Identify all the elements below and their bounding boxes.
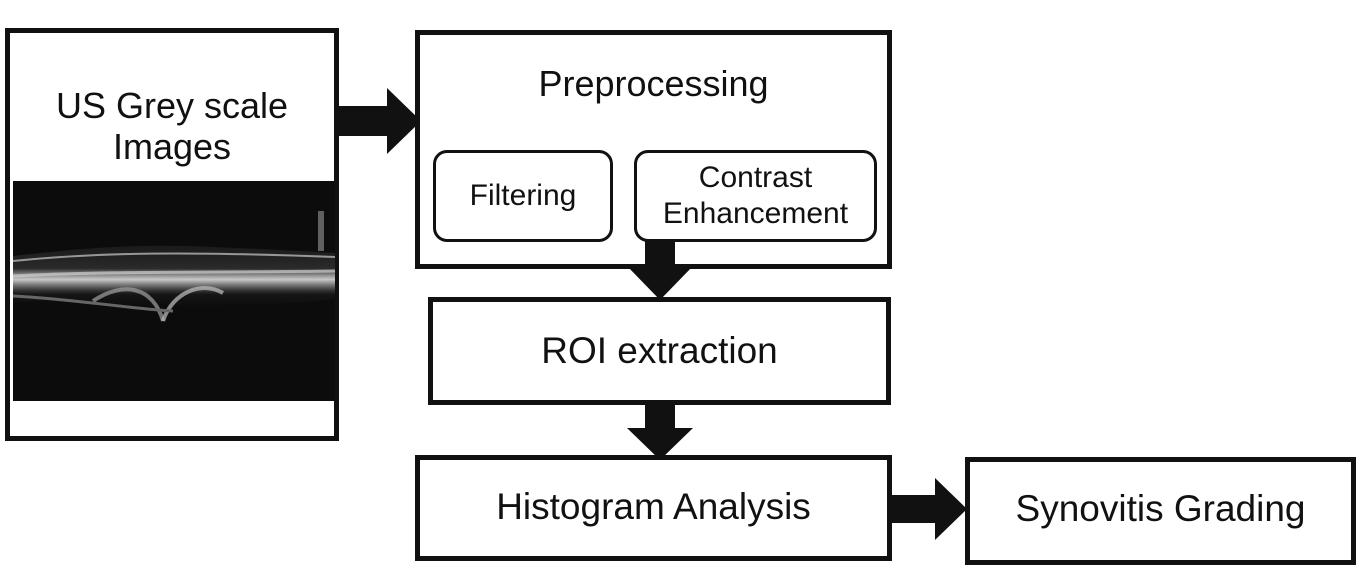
arrow-down-icon bbox=[627, 402, 693, 460]
histogram-analysis-node: Histogram Analysis bbox=[415, 455, 892, 561]
roi-extraction-label: ROI extraction bbox=[541, 330, 778, 371]
arrow-right-icon bbox=[889, 478, 967, 540]
synovitis-grading-label: Synovitis Grading bbox=[1015, 488, 1306, 529]
us-images-label-line1: US Grey scale bbox=[55, 85, 289, 126]
contrast-label-line1: Contrast bbox=[698, 161, 813, 194]
preprocessing-label: Preprocessing bbox=[538, 63, 769, 104]
roi-extraction-node: ROI extraction bbox=[428, 297, 891, 405]
arrow-right-icon bbox=[337, 88, 421, 154]
filtering-label: Filtering bbox=[469, 179, 577, 212]
filtering-node: Filtering bbox=[433, 150, 613, 242]
us-images-node: US Grey scale Images bbox=[5, 28, 339, 441]
ultrasound-image bbox=[12, 181, 336, 401]
preprocessing-node: Preprocessing Filtering Contrast Enhance… bbox=[415, 30, 892, 269]
contrast-label-line2: Enhancement bbox=[662, 197, 849, 230]
histogram-analysis-label: Histogram Analysis bbox=[496, 486, 811, 527]
synovitis-grading-node: Synovitis Grading bbox=[965, 457, 1356, 565]
us-images-label: US Grey scale Images bbox=[10, 85, 334, 168]
arrow-down-icon bbox=[627, 240, 693, 300]
us-images-label-line2: Images bbox=[112, 126, 232, 168]
contrast-enhancement-node: Contrast Enhancement bbox=[634, 150, 877, 242]
